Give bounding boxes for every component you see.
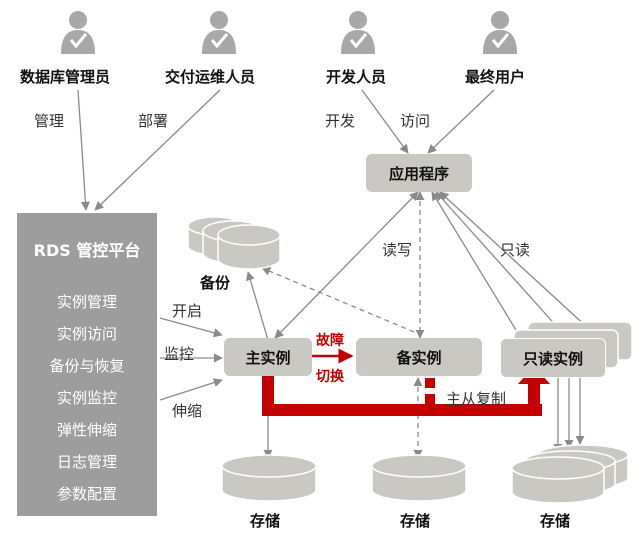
rds-item-parameter-config: 参数配置 <box>56 485 117 503</box>
node-readonly-instance: 只读实例 <box>500 338 606 378</box>
storage-label-primary: 存储 <box>250 512 281 530</box>
rds-platform-panel: RDS 管控平台 实例管理 实例访问 备份与恢复 实例监控 弹性伸缩 日志管理 … <box>17 213 157 516</box>
role-end-user: 最终用户 <box>465 68 526 86</box>
edge-label-read-only: 只读 <box>500 241 531 259</box>
edge-label-start: 开启 <box>172 302 203 320</box>
edge-label-read-write: 读写 <box>382 241 413 259</box>
connector-lines <box>77 89 591 459</box>
rds-item-instance-monitoring: 实例监控 <box>56 389 117 407</box>
node-primary-instance: 主实例 <box>224 338 312 376</box>
rds-platform-title: RDS 管控平台 <box>33 241 141 260</box>
storage-label-standby: 存储 <box>400 512 431 530</box>
edge-label-deploy: 部署 <box>138 112 169 130</box>
rds-item-instance-access: 实例访问 <box>56 325 117 343</box>
role-developer: 开发人员 <box>326 68 387 86</box>
role-dba: 数据库管理员 <box>20 68 111 86</box>
rds-item-elastic-scaling: 弹性伸缩 <box>56 421 117 439</box>
person-icon-delivery-ops <box>202 11 236 54</box>
edge-label-scale: 伸缩 <box>172 402 203 420</box>
rds-item-backup-restore: 备份与恢复 <box>49 357 125 375</box>
rds-item-log-management: 日志管理 <box>56 453 117 471</box>
replication-path <box>262 348 550 416</box>
person-icon-developer <box>341 11 375 54</box>
node-backup-label: 备份 <box>200 274 231 292</box>
backup-cylinders <box>187 216 281 270</box>
edge-label-monitor: 监控 <box>164 345 195 363</box>
storage-label-readonly: 存储 <box>540 512 571 530</box>
person-icon-dba <box>61 11 95 54</box>
failover-label-line2: 切换 <box>316 369 344 385</box>
rds-item-instance-management: 实例管理 <box>56 293 117 311</box>
edge-label-access: 访问 <box>400 112 431 130</box>
edge-label-replication: 主从复制 <box>446 390 507 408</box>
node-standby-instance: 备实例 <box>356 338 482 376</box>
role-delivery-ops: 交付运维人员 <box>165 68 256 86</box>
edge-label-manage: 管理 <box>34 112 65 130</box>
edge-label-develop: 开发 <box>325 112 356 130</box>
storage-cylinders <box>221 444 629 504</box>
failover-label-line1: 故障 <box>316 333 344 349</box>
node-application: 应用程序 <box>366 154 472 192</box>
person-icon-end-user <box>483 11 517 54</box>
